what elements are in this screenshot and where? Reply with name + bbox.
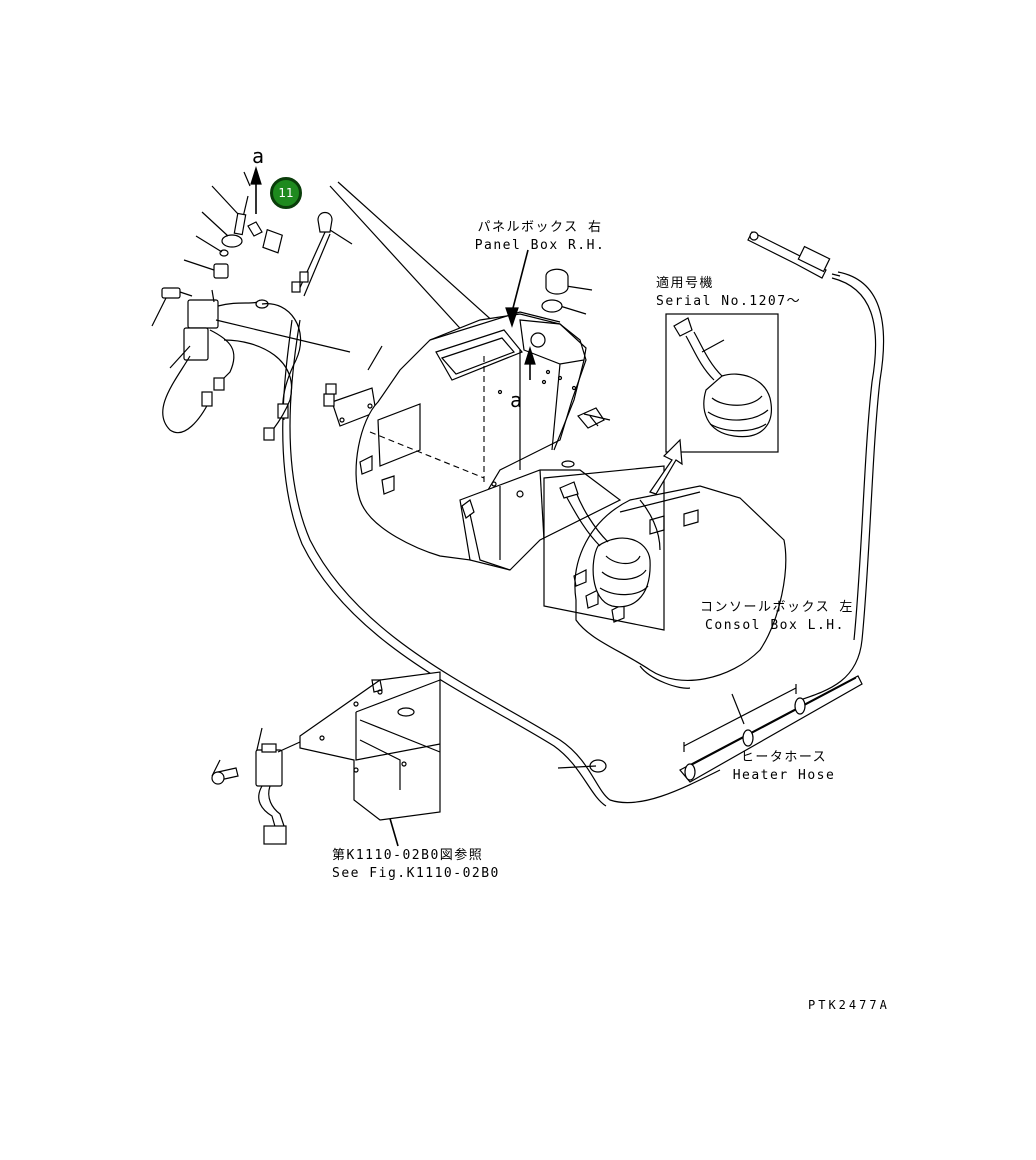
view-arrow-label-a-center: a <box>510 388 523 412</box>
serial-detail-box <box>665 313 779 453</box>
panel-box-label-jp: パネルボックス 右 <box>477 220 603 235</box>
base-frame <box>459 460 622 571</box>
heater-hose-label-jp: ヒータホース <box>740 750 828 765</box>
lower-bracket-assembly <box>299 671 441 821</box>
projection-lines <box>369 356 485 486</box>
console-box-label-jp: コンソールボックス 左 <box>700 600 854 615</box>
heater-hose-tube <box>679 675 863 783</box>
cable-end-connector <box>747 231 841 279</box>
see-fig-label-jp: 第K1110-02B0図参照 <box>332 848 484 863</box>
heater-hose-label-en: Heater Hose <box>732 768 836 783</box>
console-box-label-en: Consol Box L.H. <box>705 618 845 633</box>
panel-box-label-en: Panel Box R.H. <box>474 238 606 253</box>
part-callout-badge[interactable]: 11 <box>270 177 302 209</box>
serial-label-en: Serial No.1207～ <box>656 294 802 309</box>
serial-label-jp: 適用号機 <box>656 276 715 291</box>
panel-box-rh <box>355 311 587 561</box>
view-arrow-label-a: a <box>252 144 265 168</box>
lower-relay <box>211 741 301 845</box>
console-lever-window <box>543 465 665 631</box>
see-fig-label-en: See Fig.K1110-02B0 <box>332 866 500 881</box>
console-box-lh <box>573 485 787 689</box>
drawing-code: PTK2477A <box>808 998 890 1012</box>
callout-number: 11 <box>278 186 294 200</box>
heater-hose-cable <box>282 271 885 807</box>
switch-assembly <box>161 171 351 441</box>
panel-knobs <box>541 268 605 429</box>
